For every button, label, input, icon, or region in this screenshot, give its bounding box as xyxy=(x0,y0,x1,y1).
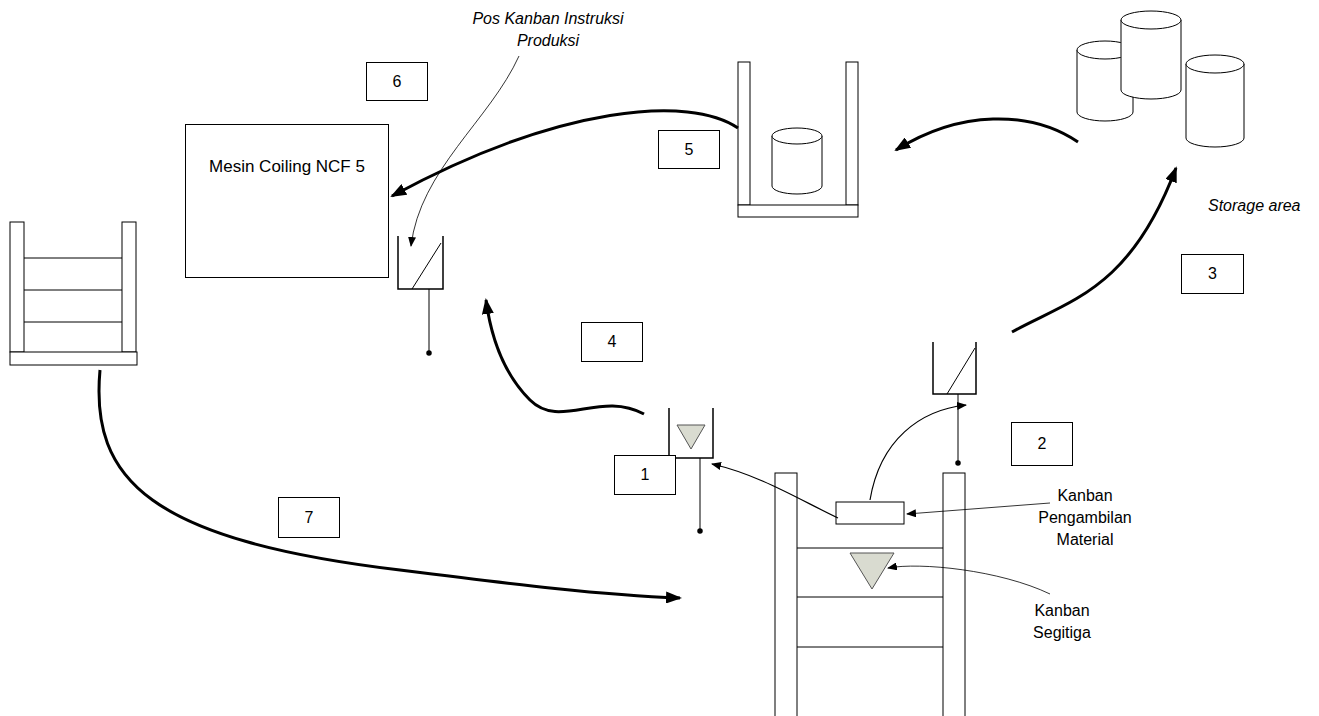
rack-base xyxy=(10,352,137,365)
drum-body xyxy=(1186,64,1244,147)
post-label-text: Pos Kanban Instruksi Produksi xyxy=(472,10,623,49)
flow-arrow xyxy=(1012,168,1176,332)
callout-number-text: 7 xyxy=(305,508,314,527)
rack-shelf xyxy=(797,548,943,549)
empty-rack xyxy=(10,222,137,365)
post-foot xyxy=(698,529,702,533)
rack-post xyxy=(122,222,136,352)
kanban-post xyxy=(398,236,443,355)
kanban-label: Kanban Segitiga xyxy=(1033,600,1091,644)
callout-number-text: 1 xyxy=(641,465,650,484)
leader-lines xyxy=(411,56,1050,594)
kanban-label: Kanban Pengambilan Material xyxy=(1038,485,1131,551)
rack-shelf xyxy=(797,597,943,598)
callout-number-text: 6 xyxy=(393,72,402,91)
drum-top xyxy=(1186,55,1244,73)
card-arrow xyxy=(870,405,966,500)
kanban-card xyxy=(836,502,904,524)
drum-top xyxy=(772,128,822,144)
drum-top xyxy=(1121,11,1181,29)
rack-shelf xyxy=(24,322,122,323)
callout-number: 1 xyxy=(614,455,676,495)
leader-line xyxy=(907,503,1050,514)
kanban-post xyxy=(933,342,976,465)
leader-line xyxy=(888,566,1050,594)
kanban-label-text: Kanban Segitiga xyxy=(1033,602,1091,641)
callout-number: 7 xyxy=(278,497,340,538)
rack-shelf xyxy=(797,647,943,648)
callout-number: 5 xyxy=(658,130,720,169)
rack-post xyxy=(775,473,797,716)
rack-shelf xyxy=(24,258,122,259)
area-label: Storage area xyxy=(1208,195,1301,217)
callout-number: 2 xyxy=(1011,422,1073,466)
drum-body xyxy=(772,136,822,194)
storage-drums xyxy=(1077,11,1244,147)
triangle-kanban xyxy=(677,425,705,449)
post-box xyxy=(669,408,713,458)
callout-number: 4 xyxy=(581,322,643,362)
callout-number-text: 3 xyxy=(1208,264,1217,283)
pallet-base xyxy=(738,205,858,217)
rack-shelf xyxy=(24,290,122,291)
post-label: Pos Kanban Instruksi Produksi xyxy=(462,8,634,52)
area-label-text: Storage area xyxy=(1208,197,1301,214)
post-stem xyxy=(429,289,430,352)
rack-post xyxy=(10,222,24,352)
callout-number-text: 4 xyxy=(608,332,617,351)
machine-name: Mesin Coiling NCF 5 xyxy=(209,157,365,177)
callout-number: 3 xyxy=(1181,254,1244,294)
material-rack xyxy=(775,473,965,716)
flow-arrow xyxy=(486,300,644,414)
pallet-post xyxy=(738,62,750,205)
post-card xyxy=(947,348,975,394)
post-box xyxy=(933,342,976,394)
card-arrow xyxy=(712,464,838,518)
post-card xyxy=(412,243,441,289)
callout-number-text: 2 xyxy=(1038,434,1047,453)
post-stem xyxy=(958,394,959,462)
pallet xyxy=(738,62,858,217)
post-foot xyxy=(956,461,960,465)
post-foot xyxy=(427,351,431,355)
flow-arrow xyxy=(392,111,738,196)
post-box xyxy=(398,236,443,289)
drum-body xyxy=(1121,20,1181,99)
flow-arrows xyxy=(99,111,1176,598)
callout-number-text: 5 xyxy=(685,140,694,159)
card-arrows xyxy=(712,405,966,518)
flow-arrow xyxy=(99,370,680,598)
machine-box: Mesin Coiling NCF 5 xyxy=(185,124,389,278)
flow-arrow xyxy=(896,119,1078,150)
pallet-post xyxy=(846,62,858,205)
triangle-kanban xyxy=(850,553,894,589)
kanban-label-text: Kanban Pengambilan Material xyxy=(1038,487,1131,548)
post-stem xyxy=(700,458,701,530)
callout-number: 6 xyxy=(366,62,428,101)
